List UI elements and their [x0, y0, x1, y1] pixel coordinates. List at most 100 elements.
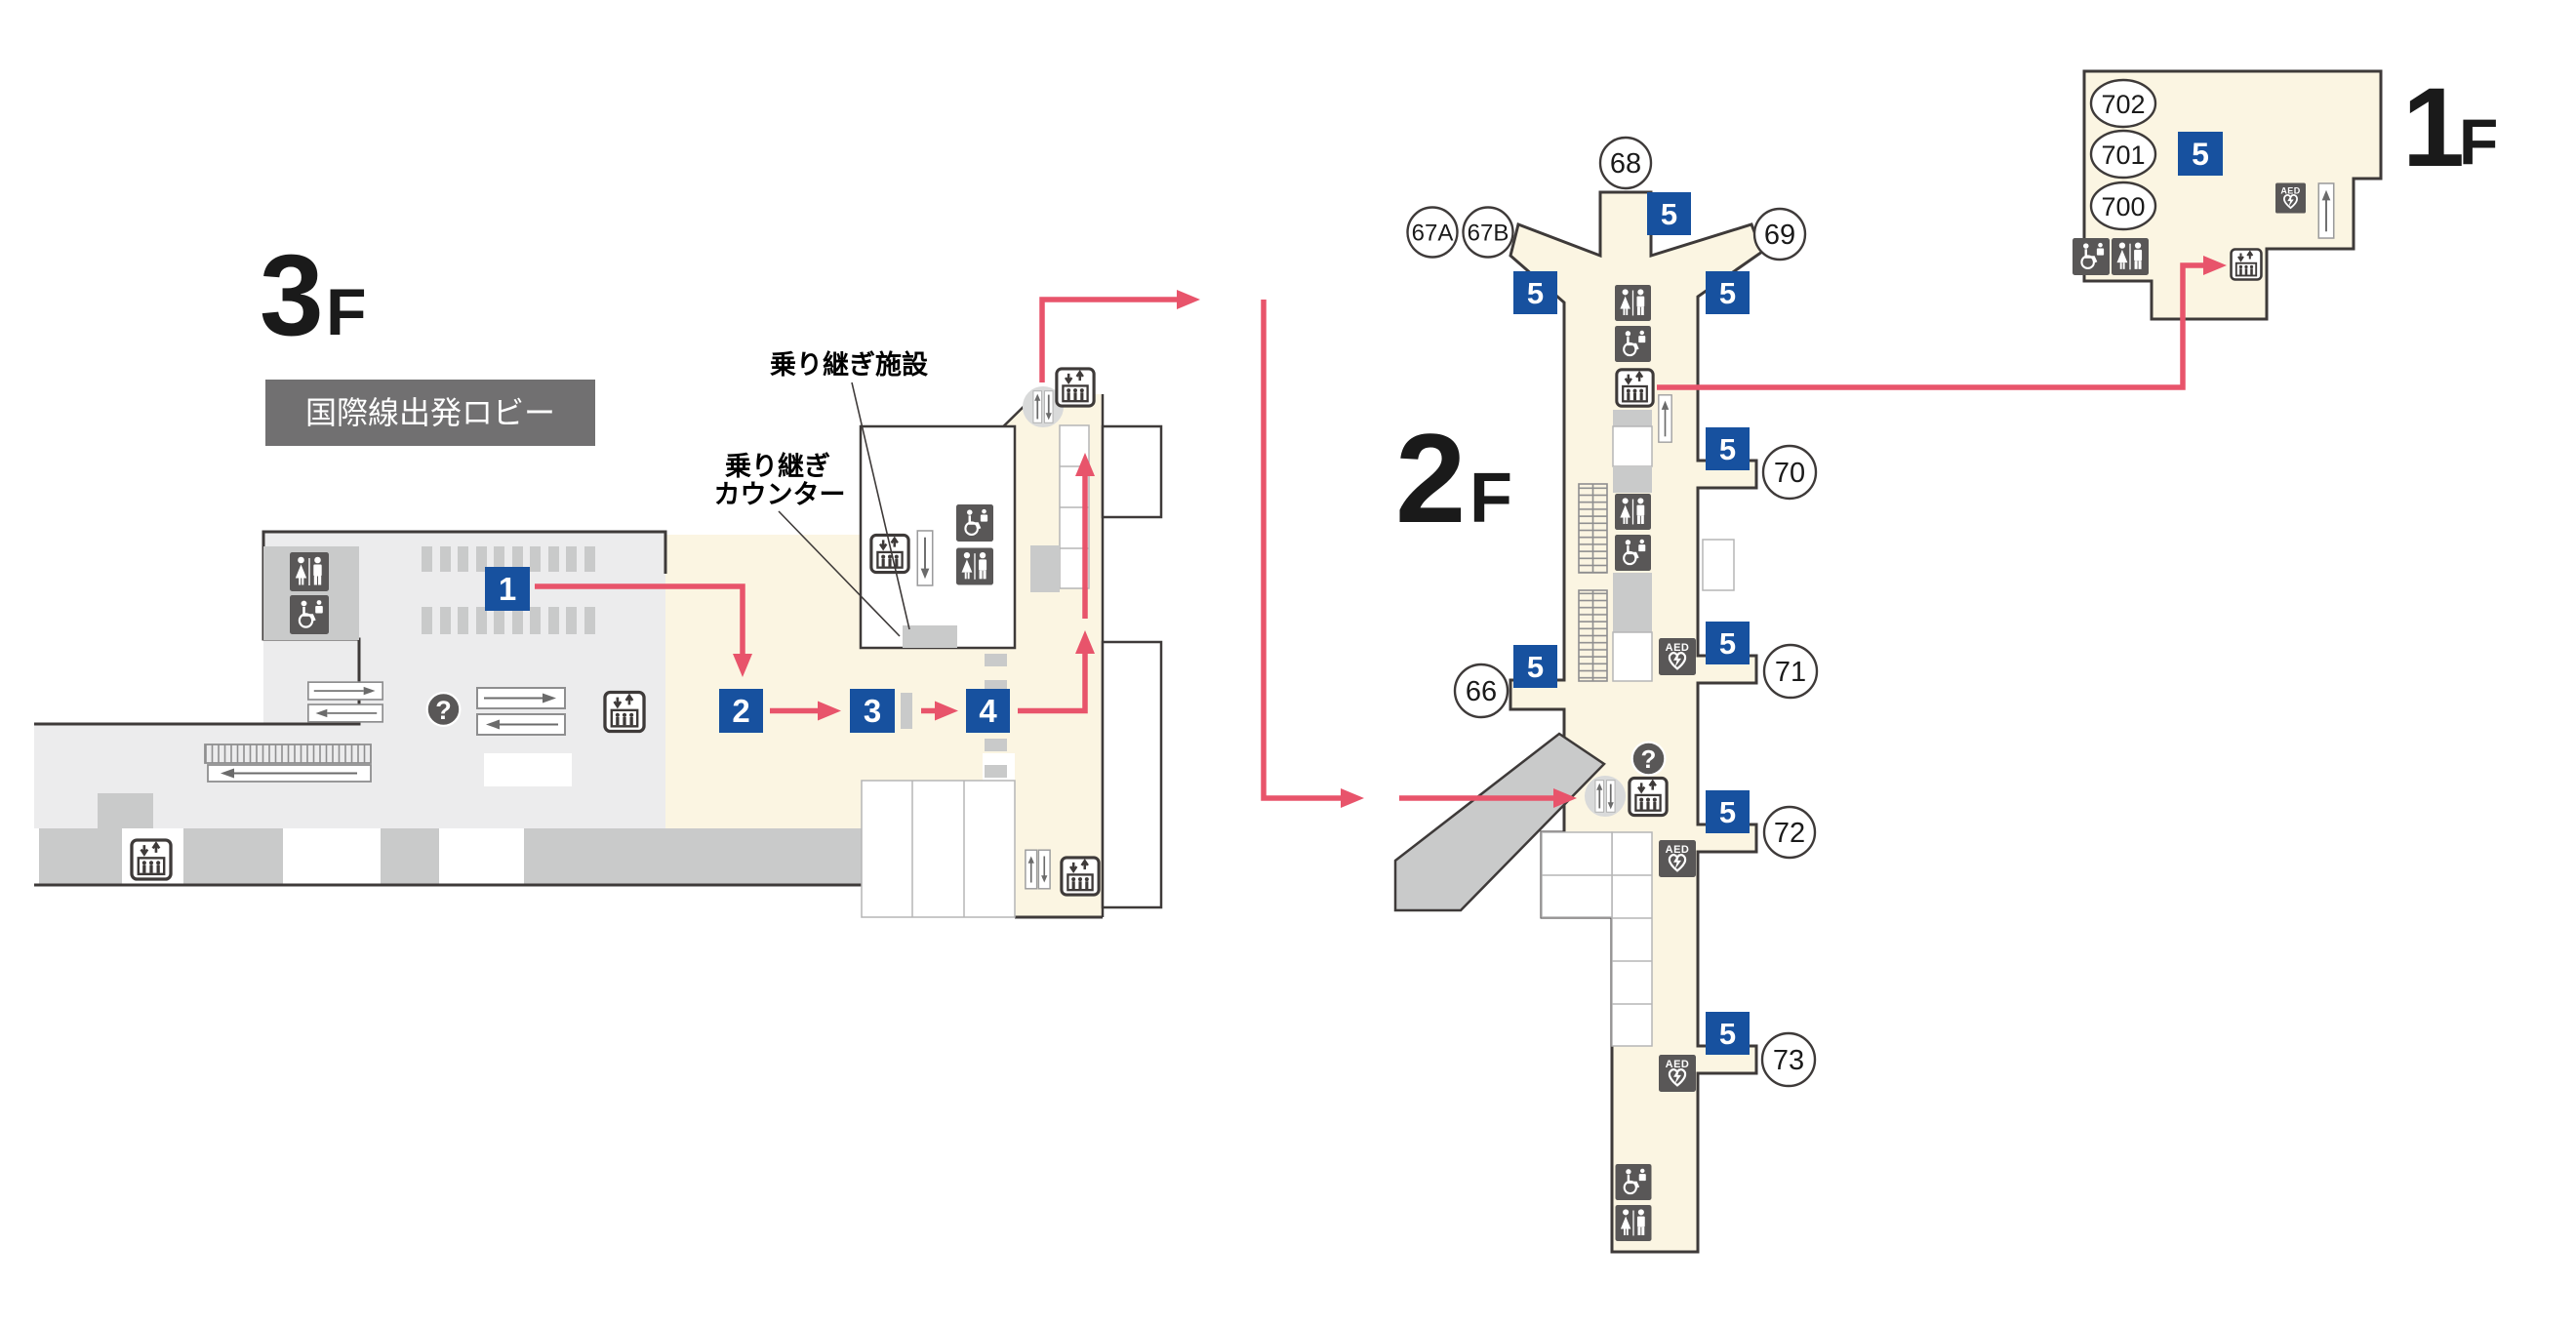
elevator-icon [1628, 776, 1669, 818]
route-line-to-1f [1657, 256, 2227, 390]
svg-text:AED: AED [1666, 1059, 1690, 1070]
svg-text:1: 1 [499, 571, 516, 607]
accessible-toilet-icon [1615, 326, 1651, 362]
bus-stop-marker: 5 [1706, 1012, 1750, 1055]
svg-text:70: 70 [1774, 458, 1805, 489]
lobby-label-box [265, 380, 595, 446]
elevator-icon [603, 690, 646, 734]
pier-floor [1509, 190, 1764, 1254]
svg-text:5: 5 [1527, 650, 1544, 684]
gate-73: 73 [1760, 1031, 1817, 1088]
route-step-4: 4 [966, 689, 1010, 733]
elevator-icon [2230, 248, 2263, 281]
svg-text:5: 5 [1527, 276, 1544, 310]
svg-text:5: 5 [1661, 197, 1677, 231]
svg-text:700: 700 [2101, 192, 2145, 221]
gate-70: 70 [1761, 444, 1818, 501]
route-step-2: 2 [719, 689, 763, 733]
gate-72: 72 [1762, 805, 1817, 860]
toilet-icon [290, 552, 329, 591]
gate-67b: 67B [1462, 206, 1514, 259]
stairs-icon [1578, 483, 1608, 574]
bus-stop-marker: 5 [1706, 622, 1750, 664]
elevator-icon [1615, 368, 1655, 408]
svg-text:73: 73 [1773, 1045, 1804, 1076]
elevator-shaft-icon [1584, 775, 1627, 818]
svg-text:3: 3 [864, 693, 881, 729]
floor3-suffix: F [326, 275, 367, 349]
svg-text:2: 2 [732, 693, 749, 729]
transfer-route [535, 256, 2227, 808]
information-mark: ? [1641, 744, 1657, 774]
transfer-counter-label-1: 乗り継ぎ [725, 451, 830, 481]
transfer-facility-label: 乗り継ぎ施設 [770, 349, 929, 380]
floor3-map: 3 F 国際線出発ロビー [34, 231, 1163, 919]
lobby-small-room [484, 753, 572, 786]
elevator-icon [1060, 856, 1101, 897]
svg-text:72: 72 [1774, 818, 1805, 849]
bus-stop-702: 702 [2089, 78, 2157, 129]
toilet-icon [2112, 238, 2149, 275]
toilet-icon [1615, 494, 1651, 530]
gate-67a: 67A [1406, 206, 1459, 259]
svg-text:702: 702 [2101, 90, 2145, 119]
route-step-1: 1 [485, 567, 530, 611]
bus-stop-marker: 5 [2178, 132, 2223, 176]
bus-stop-701: 701 [2089, 129, 2157, 180]
aed-icon: AED [1659, 1054, 1696, 1093]
svg-text:67B: 67B [1468, 221, 1509, 247]
elevator-icon [130, 838, 173, 881]
corridor-lower-rooms [861, 780, 1016, 918]
bus-stop-marker: 5 [1513, 645, 1557, 688]
information-mark: ? [435, 696, 452, 725]
accessible-toilet-icon [2073, 237, 2110, 276]
checkin-counters [422, 546, 595, 634]
route-line-2f-entry [1261, 300, 1364, 808]
svg-text:AED: AED [1666, 844, 1690, 856]
svg-text:5: 5 [1719, 432, 1736, 466]
svg-text:68: 68 [1610, 148, 1641, 180]
bus-stop-marker: 5 [1647, 192, 1691, 235]
svg-text:5: 5 [1719, 626, 1736, 661]
floor1-map: 1 F 702 701 700 5 AED [2073, 65, 2498, 321]
bus-stop-marker: 5 [1513, 271, 1557, 314]
counter-leader-line [778, 510, 901, 637]
floor3-number: 3 [260, 231, 324, 360]
stairs-down-icon [916, 530, 934, 586]
floor1-suffix: F [2459, 105, 2498, 178]
svg-text:67A: 67A [1412, 221, 1454, 247]
svg-text:69: 69 [1764, 220, 1795, 251]
svg-text:5: 5 [1719, 795, 1736, 829]
corridor-gray-block [1030, 545, 1060, 592]
aed-icon: AED [2275, 182, 2306, 214]
aed-icon: AED [1659, 637, 1696, 676]
transfer-counter-label-2: カウンター [714, 480, 846, 509]
route-line-step1 [535, 583, 752, 677]
accessible-toilet-icon [956, 502, 993, 543]
toilet-icon [1615, 1205, 1652, 1241]
bus-stop-marker: 5 [1706, 271, 1750, 314]
floor2-number: 2 [1395, 407, 1466, 549]
bus-stop-marker: 5 [1706, 427, 1750, 470]
gate-71: 71 [1762, 643, 1819, 700]
corridor-room-upper-right [1101, 424, 1163, 519]
lobby-label: 国際線出発ロビー [305, 395, 555, 430]
pier-core-cells [1612, 410, 1653, 682]
svg-text:4: 4 [979, 693, 997, 729]
accessible-toilet-icon [1614, 535, 1652, 571]
svg-text:AED: AED [1666, 642, 1690, 654]
transfer-ramp [1393, 732, 1606, 912]
facility-leader-line [851, 382, 910, 630]
floor2-suffix: F [1469, 460, 1512, 538]
bus-stop-700: 700 [2089, 181, 2157, 231]
floor1-floor [2082, 69, 2383, 321]
corridor-room-lower-right [1101, 640, 1163, 909]
route-line-step4 [1018, 630, 1095, 714]
svg-text:701: 701 [2101, 141, 2145, 170]
gate-68: 68 [1598, 136, 1653, 190]
accessible-toilet-icon [1615, 1164, 1652, 1200]
transfer-corridor-floor [665, 394, 1103, 917]
route-step-3: 3 [850, 689, 895, 733]
gate-66: 66 [1453, 663, 1509, 719]
accessible-toilet-icon [289, 595, 330, 634]
